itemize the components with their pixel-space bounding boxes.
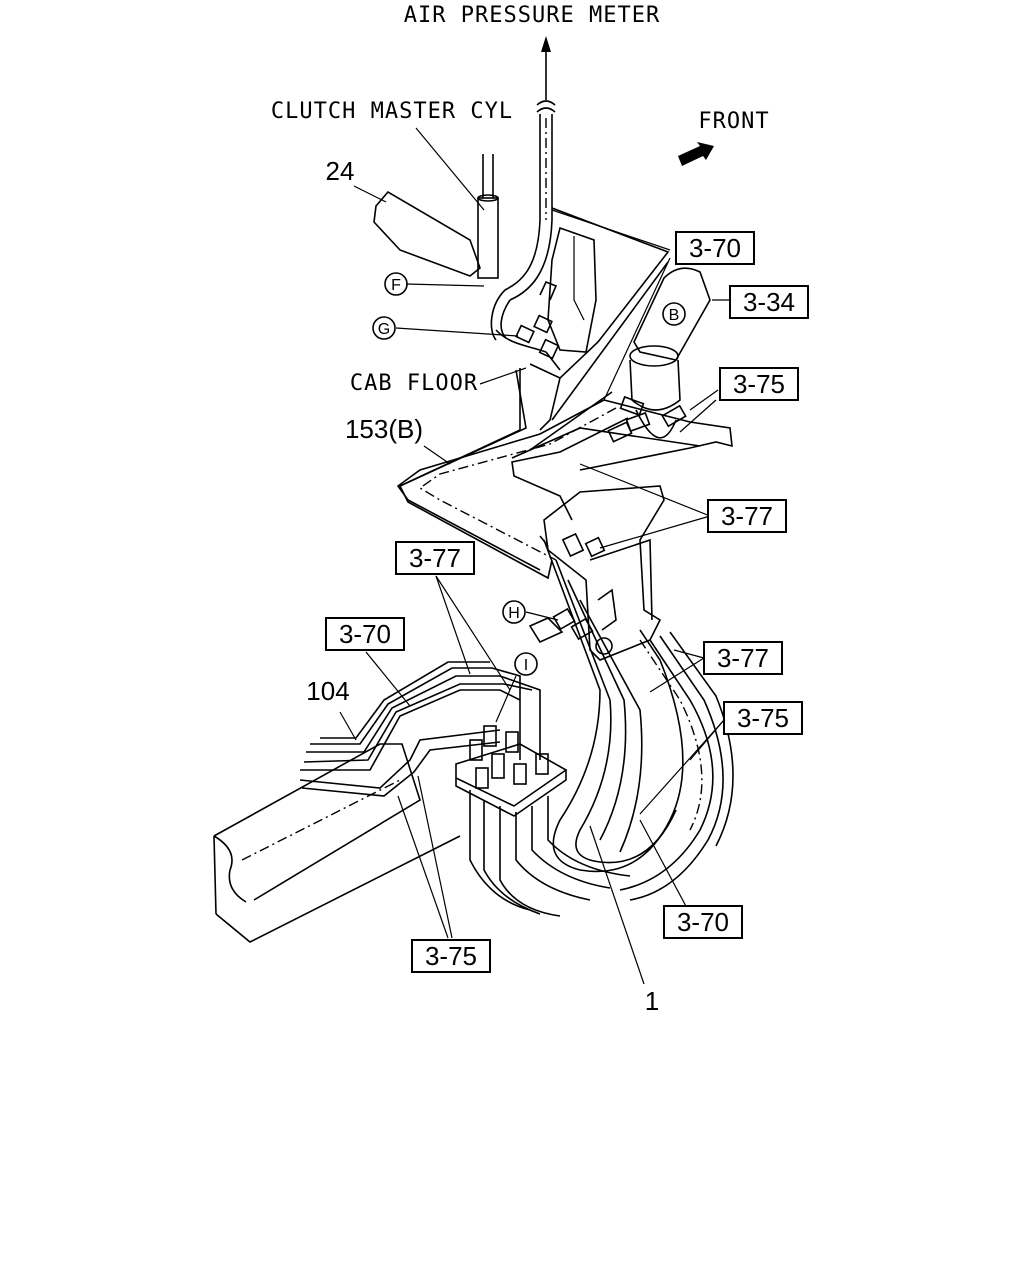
ref-box-3-75-right: 3-75	[723, 701, 803, 735]
clutch-master-cylinder	[477, 154, 499, 279]
frame-rail	[213, 743, 461, 943]
part-24-bracket	[373, 190, 481, 277]
marker-b: B	[662, 302, 686, 326]
ref-box-3-75-right-text: 3-75	[737, 703, 789, 733]
marker-h-text: H	[508, 605, 520, 622]
front-arrow-icon	[678, 142, 714, 166]
ref-box-3-75-bottom-text: 3-75	[425, 941, 477, 971]
marker-i-text: I	[524, 657, 528, 674]
marker-b-text: B	[669, 307, 680, 324]
cab-floor-fittings	[490, 280, 561, 371]
ref-box-3-70-top: 3-70	[675, 231, 755, 265]
ref-box-3-77-right-upper: 3-77	[707, 499, 787, 533]
ref-box-3-77-left-text: 3-77	[409, 543, 461, 573]
ref-box-3-77-right-upper-text: 3-77	[721, 501, 773, 531]
marker-f: F	[384, 272, 408, 296]
air-pressure-meter-label: AIR PRESSURE METER	[404, 3, 660, 28]
ref-box-3-70-bottom-text: 3-70	[677, 907, 729, 937]
pipe-bundle-left	[299, 661, 541, 797]
marker-i: I	[514, 652, 538, 676]
cab-floor-label: CAB FLOOR	[350, 371, 478, 396]
marker-f-text: F	[391, 277, 401, 294]
ref-box-3-77-right-mid: 3-77	[703, 641, 783, 675]
junction-block	[455, 725, 631, 917]
marker-g-text: G	[378, 321, 390, 338]
ref-box-3-70-left-text: 3-70	[339, 619, 391, 649]
air-pressure-pipe	[504, 36, 556, 301]
pipe-153b	[396, 391, 629, 571]
front-label: FRONT	[698, 109, 769, 134]
marker-h: H	[502, 600, 526, 624]
marker-g: G	[372, 316, 396, 340]
ref-box-3-34-text: 3-34	[743, 287, 795, 317]
junction-fittings	[469, 725, 549, 789]
u-bend-pipes	[543, 539, 734, 901]
clutch-master-cyl-label: CLUTCH MASTER CYL	[271, 99, 513, 124]
ref-box-3-75-upper: 3-75	[719, 367, 799, 401]
part-1-label: 1	[645, 986, 659, 1016]
arrow-up-icon	[541, 36, 551, 52]
ref-box-3-70-top-text: 3-70	[689, 233, 741, 263]
ref-box-3-77-left: 3-77	[395, 541, 475, 575]
ref-box-3-70-left: 3-70	[325, 617, 405, 651]
pipe-bracket	[528, 485, 665, 661]
ref-box-3-75-bottom: 3-75	[411, 939, 491, 973]
ref-box-3-75-upper-text: 3-75	[733, 369, 785, 399]
part-24-label: 24	[326, 156, 355, 186]
part-153b-label: 153(B)	[345, 414, 423, 444]
leader-lines	[339, 127, 730, 985]
part-104-label: 104	[306, 676, 349, 706]
ref-box-3-70-bottom: 3-70	[663, 905, 743, 939]
ref-box-3-34: 3-34	[729, 285, 809, 319]
ref-box-3-77-right-mid-text: 3-77	[717, 643, 769, 673]
